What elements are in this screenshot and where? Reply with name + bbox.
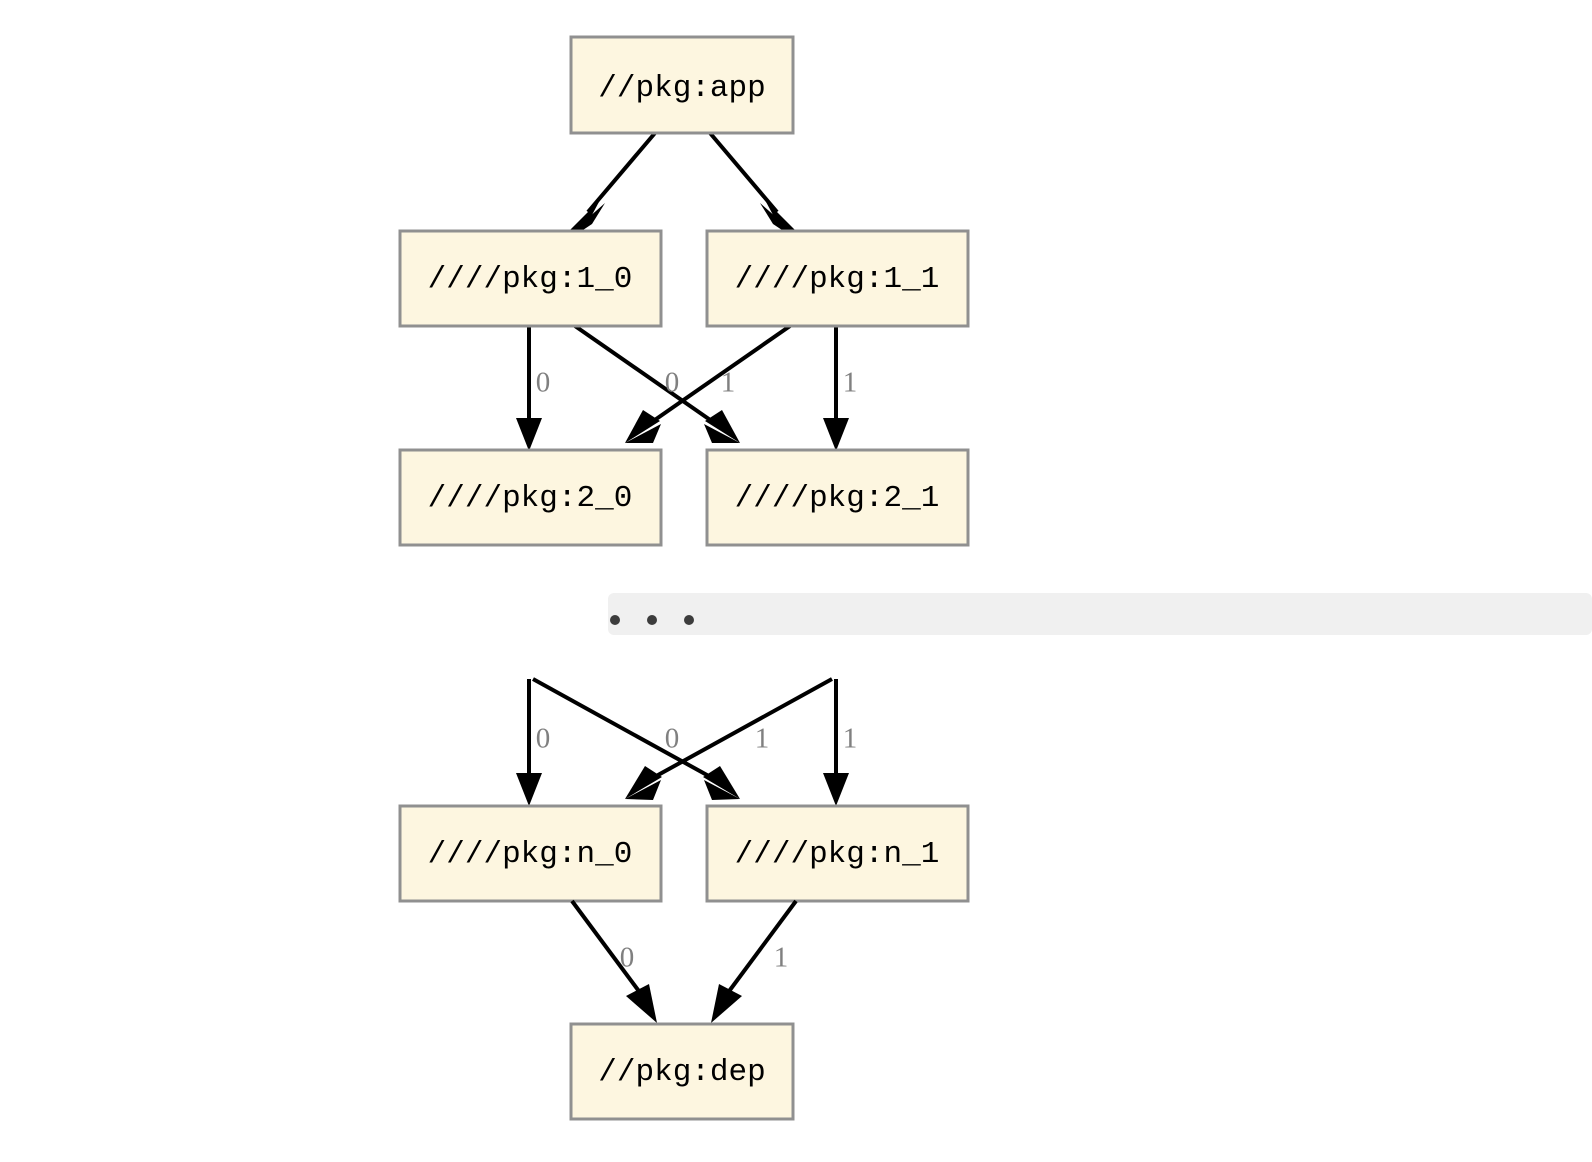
node-1_1-label: ////pkg:1_1 (735, 262, 940, 297)
node-n_0[interactable]: ////pkg:n_0 (398, 804, 663, 903)
edge-1_1-to-2_0: 1 (625, 324, 792, 443)
ellipsis-dot-3 (684, 615, 694, 625)
edge-label-top-n_0: 0 (536, 723, 551, 755)
edge-label-1_1-2_1: 1 (843, 367, 858, 399)
edge-top-to-n_0-straight: 0 (516, 679, 550, 806)
node-dep-label: //pkg:dep (598, 1055, 765, 1090)
node-app[interactable]: //pkg:app (569, 35, 795, 135)
edge-app-to-1_1 (708, 131, 797, 234)
node-1_1[interactable]: ////pkg:1_1 (705, 229, 970, 328)
edge-label-top-n_1: 1 (843, 723, 858, 755)
edge-top-to-n_1-straight: 1 (823, 679, 857, 806)
edge-label-top-cross-n_0: 1 (755, 723, 770, 755)
ellipsis-dot-1 (610, 615, 620, 625)
edge-label-1_1-2_0: 1 (721, 367, 736, 399)
ellipsis-band (608, 593, 1592, 635)
node-2_1-label: ////pkg:2_1 (735, 481, 940, 516)
edge-app-to-1_0 (568, 131, 657, 234)
edge-1_1-to-2_1: 1 (823, 326, 857, 451)
edge-n_0-to-dep: 0 (570, 899, 657, 1023)
node-n_0-label: ////pkg:n_0 (428, 837, 633, 872)
node-dep[interactable]: //pkg:dep (569, 1022, 795, 1121)
edge-top-cross-to-n_0: 1 (625, 677, 833, 800)
edge-label-top-cross-n_1: 0 (665, 723, 680, 755)
node-2_0[interactable]: ////pkg:2_0 (398, 448, 663, 547)
edge-label-1_0-2_1: 0 (665, 367, 680, 399)
edge-label-n_0-dep: 0 (620, 942, 635, 974)
node-n_1-label: ////pkg:n_1 (735, 837, 940, 872)
edge-1_0-to-2_0: 0 (516, 326, 550, 451)
node-n_1[interactable]: ////pkg:n_1 (705, 804, 970, 903)
edge-1_0-to-2_1: 0 (573, 324, 740, 443)
ellipsis-dot-2 (647, 615, 657, 625)
edge-n_1-to-dep: 1 (711, 899, 798, 1023)
node-app-label: //pkg:app (598, 71, 765, 106)
edge-top-cross-to-n_1: 0 (532, 677, 740, 800)
ellipsis-separator (608, 593, 1592, 635)
node-2_0-label: ////pkg:2_0 (428, 481, 633, 516)
node-1_0-label: ////pkg:1_0 (428, 262, 633, 297)
edge-label-n_1-dep: 1 (774, 942, 789, 974)
node-1_0[interactable]: ////pkg:1_0 (398, 229, 663, 328)
edge-label-1_0-2_0: 0 (536, 367, 551, 399)
node-2_1[interactable]: ////pkg:2_1 (705, 448, 970, 547)
